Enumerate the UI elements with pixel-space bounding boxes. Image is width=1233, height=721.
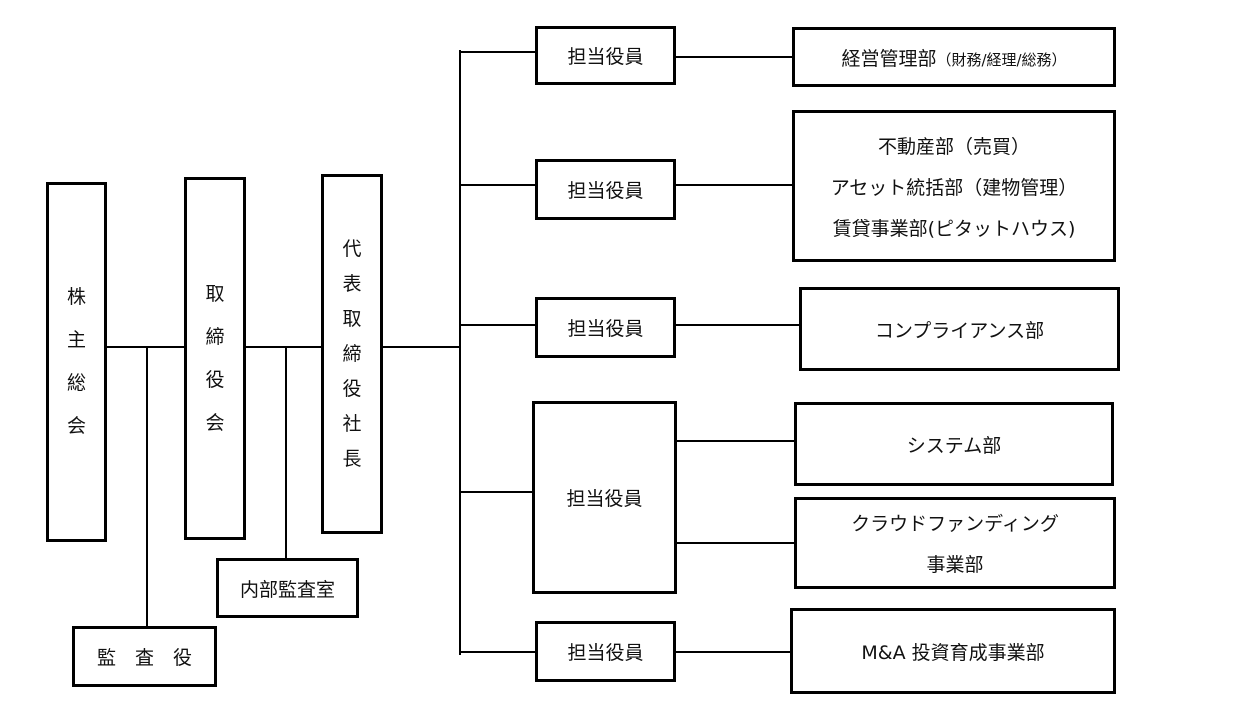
board-of-directors-box: 取 締 役 会 bbox=[184, 177, 246, 540]
shareholders-meeting-box: 株 主 総 会 bbox=[46, 182, 107, 542]
shareholders-meeting-char: 主 bbox=[66, 329, 86, 351]
officer-label: 担当役員 bbox=[567, 318, 644, 340]
president-char: 社 bbox=[342, 412, 362, 435]
president-char: 締 bbox=[342, 342, 362, 365]
auditor-box: 監 査 役 bbox=[72, 626, 217, 687]
president-char: 表 bbox=[342, 272, 362, 295]
internal-audit-box: 内部監査室 bbox=[216, 558, 359, 618]
system-department-label: システム部 bbox=[906, 434, 1002, 457]
board-of-directors-char: 取 bbox=[205, 282, 225, 305]
asset-department-line: アセット統括部（建物管理） bbox=[830, 176, 1078, 199]
shareholders-meeting-char: 株 bbox=[66, 286, 86, 308]
officer-box: 担当役員 bbox=[535, 159, 676, 220]
officer-box: 担当役員 bbox=[535, 621, 676, 682]
realestate-department-line: 不動産部（売買） bbox=[877, 135, 1030, 158]
realestate-departments-box: 不動産部（売買） アセット統括部（建物管理） 賃貸事業部(ピタットハウス) bbox=[792, 110, 1116, 262]
management-department-box: 経営管理部（財務/経理/総務） bbox=[792, 27, 1116, 87]
officer-label: 担当役員 bbox=[567, 642, 644, 664]
president-char: 代 bbox=[342, 237, 362, 260]
management-department-label: 経営管理部（財務/経理/総務） bbox=[841, 44, 1066, 71]
president-char: 長 bbox=[342, 447, 362, 470]
compliance-department-label: コンプライアンス部 bbox=[874, 319, 1045, 342]
ma-department-label: M&A 投資育成事業部 bbox=[861, 641, 1045, 664]
management-department-main: 経営管理部 bbox=[841, 47, 937, 70]
officer-label: 担当役員 bbox=[567, 180, 644, 202]
board-of-directors-char: 締 bbox=[205, 325, 225, 348]
internal-audit-label: 内部監査室 bbox=[239, 578, 335, 601]
officer-box: 担当役員 bbox=[535, 297, 676, 358]
shareholders-meeting-char: 会 bbox=[66, 415, 86, 437]
crowdfunding-department-line: 事業部 bbox=[926, 554, 984, 576]
officer-box: 担当役員 bbox=[532, 401, 677, 594]
crowdfunding-department-line: クラウドファンディング bbox=[851, 513, 1059, 535]
management-department-sub: （財務/経理/総務） bbox=[936, 50, 1067, 69]
president-char: 取 bbox=[342, 307, 362, 330]
board-of-directors-char: 役 bbox=[205, 368, 225, 391]
system-department-box: システム部 bbox=[794, 402, 1114, 486]
auditor-label: 監 査 役 bbox=[96, 647, 192, 669]
president-char: 役 bbox=[342, 377, 362, 400]
rental-department-line: 賃貸事業部(ピタットハウス) bbox=[832, 217, 1076, 240]
compliance-department-box: コンプライアンス部 bbox=[799, 287, 1120, 371]
crowdfunding-department-box: クラウドファンディング 事業部 bbox=[794, 497, 1116, 589]
shareholders-meeting-char: 総 bbox=[66, 372, 86, 394]
board-of-directors-char: 会 bbox=[205, 411, 225, 434]
ma-department-box: M&A 投資育成事業部 bbox=[790, 608, 1116, 694]
president-box: 代 表 取 締 役 社 長 bbox=[321, 174, 383, 534]
officer-label: 担当役員 bbox=[567, 46, 644, 68]
officer-box: 担当役員 bbox=[535, 26, 676, 85]
officer-label: 担当役員 bbox=[566, 488, 643, 510]
